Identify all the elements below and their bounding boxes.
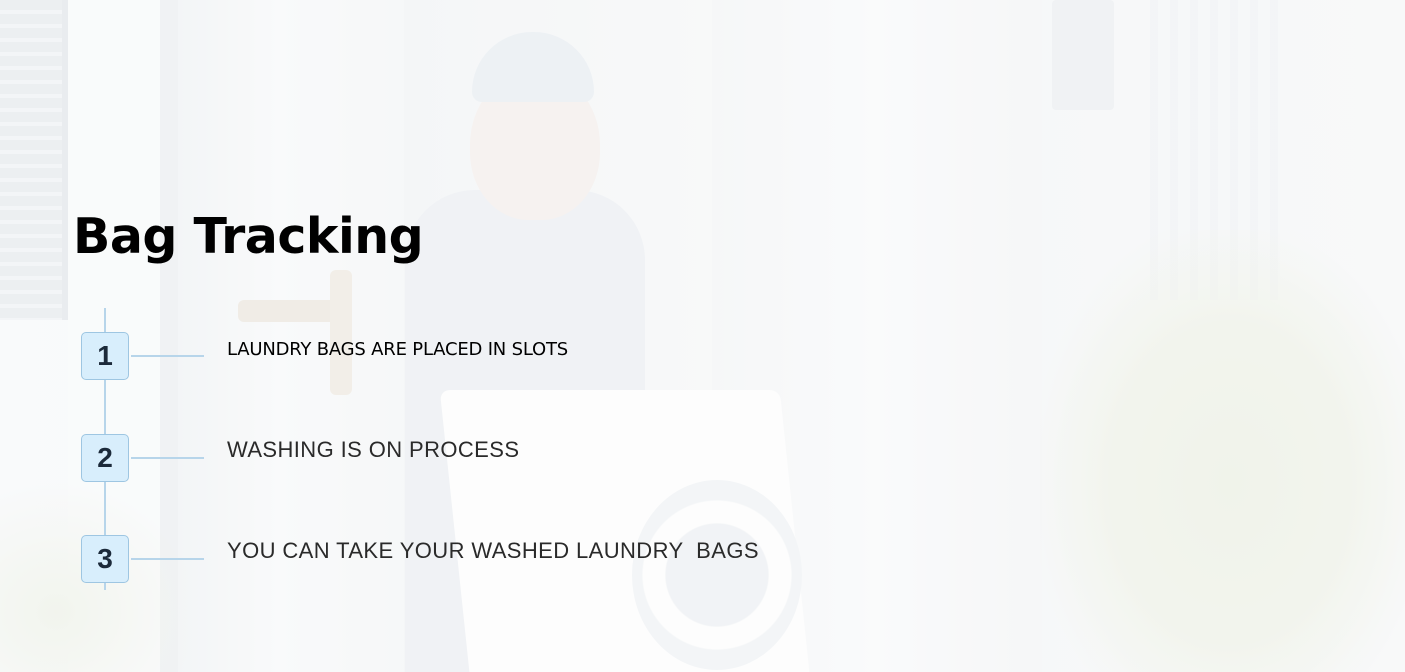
- step-label: WASHING IS ON PROCESS: [227, 437, 520, 462]
- step-connector: [131, 355, 204, 357]
- step-item: 2 WASHING IS ON PROCESS: [81, 434, 781, 484]
- step-number-badge: 3: [81, 535, 129, 583]
- window-shutter: [0, 0, 68, 320]
- bush: [1040, 230, 1405, 672]
- step-number-badge: 1: [81, 332, 129, 380]
- step-item: 1 LAUNDRY BAGS ARE PLACED IN SLOTS: [81, 332, 781, 382]
- wall-lamp: [1052, 0, 1114, 110]
- step-number-badge: 2: [81, 434, 129, 482]
- washer-door-graphic: [632, 480, 802, 670]
- step-label: LAUNDRY BAGS ARE PLACED IN SLOTS: [227, 339, 568, 360]
- step-connector: [131, 457, 204, 459]
- page-title: Bag Tracking: [73, 208, 424, 265]
- door-handle-plate: [330, 270, 352, 395]
- door-handle: [238, 300, 348, 322]
- step-connector: [131, 558, 204, 560]
- step-item: 3 YOU CAN TAKE YOUR WASHED LAUNDRY BAGS: [81, 535, 781, 585]
- step-label: YOU CAN TAKE YOUR WASHED LAUNDRY BAGS: [227, 538, 759, 563]
